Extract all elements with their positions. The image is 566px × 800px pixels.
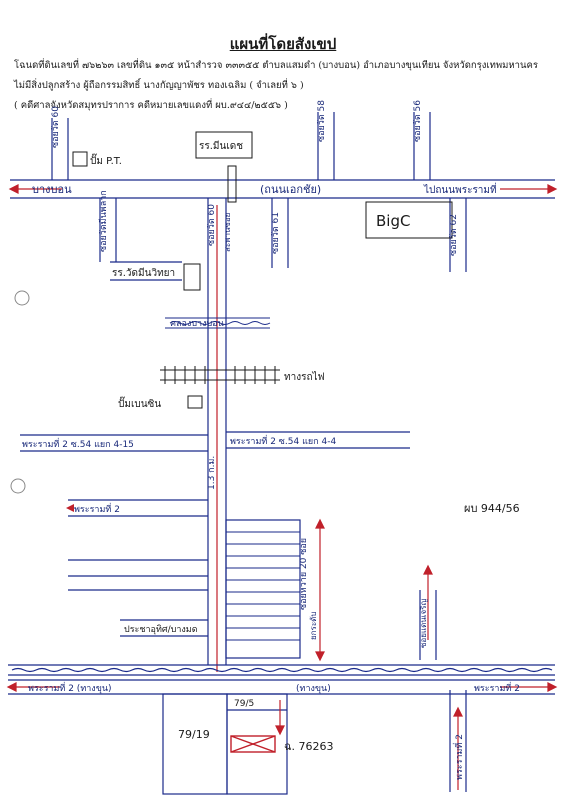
label-rr-school: รร.วัดมีนวิทยา (112, 267, 175, 279)
left-sois (68, 499, 208, 637)
right-arrows (423, 564, 463, 790)
label-bangbon: บางบอน (32, 183, 72, 196)
subject-plot (230, 735, 276, 753)
label-ekachai: (ถนนเอกชัย) (260, 183, 321, 196)
bridge-marker (227, 165, 237, 203)
label-lane2: ยกระดับ (309, 612, 318, 640)
lane-hatching (226, 531, 300, 641)
label-soi60-top: ซอยวัด 60 (51, 106, 61, 148)
top-sois (51, 112, 431, 180)
label-rama2-bottom-mid: (ทางขุน) (296, 684, 331, 694)
label-rama2-bottom-right: พระรามที่ 2 (474, 681, 520, 694)
label-to-kamphaeng: ไปถนนพระรามที่ (423, 182, 497, 196)
ekachai-road (10, 179, 555, 199)
lane-block (225, 519, 301, 659)
label-soi60-side: สะพานซอย (223, 213, 232, 252)
plot-arrow (275, 700, 285, 736)
punch-hole-bottom (10, 478, 26, 494)
label-pump-ptt: ปั๊มเบนซิน (118, 396, 161, 410)
label-rama2-54-right: พระรามที่ 2 ซ.54 แยก 4-4 (230, 434, 336, 447)
label-soi58: ซอยวัด 58 (317, 100, 327, 142)
label-rama2-vert-bottom: พระรามที่ 2 (452, 734, 465, 780)
case-line: ( คดีศาลจังหวัดสมุทรปราการ คดีหมายเลขแดง… (14, 100, 288, 111)
rama2-arrows (6, 682, 558, 692)
plots (162, 693, 288, 795)
ekachai-arrows (8, 184, 558, 194)
label-soi62: ซอยวัด 62 (449, 214, 459, 256)
punch-hole-top (14, 290, 30, 306)
label-bigc: BigC (376, 212, 410, 230)
lane-length-arrow (315, 518, 325, 662)
label-distance: 1.3 ก.ม. (207, 456, 217, 490)
left-arrow (66, 504, 74, 512)
owner-line: ไม่มีสิ่งปลูกสร้าง ผู้ถือกรรมสิทธิ์ นางก… (14, 80, 304, 91)
pump-ptt-box (187, 395, 203, 409)
rama2-main (8, 664, 555, 695)
label-pracha: ประชาอุทิศ/บางมด (124, 624, 198, 635)
label-pump-pt: ปั๊ม P.T. (90, 153, 122, 167)
label-lane: ซอยหวาย 20 ซอย (299, 538, 309, 610)
label-soi-left: ซอยวัดมีนพลาก (98, 190, 109, 252)
label-plot-79-19: 79/19 (178, 728, 210, 741)
rama2-soi54 (20, 431, 410, 452)
school-box (195, 131, 253, 159)
label-deed: ฉ. 76263 (284, 740, 333, 753)
label-soi56: ซอยวัด 56 (413, 100, 423, 142)
label-plot-79-5: 79/5 (234, 699, 254, 709)
case-note: ผบ 944/56 (464, 502, 520, 515)
page-title: แผนที่โดยสังเขป (229, 35, 337, 53)
label-soi61: ซอยวัด 61 (271, 212, 281, 254)
deed-description: โฉนดที่ดินเลขที่ ๗๖๒๖๓ เลขที่ดิน ๑๓๕ หน้… (14, 60, 538, 71)
label-rama2-bottom-left: พระรามที่ 2 (ทางขุน) (28, 681, 112, 694)
label-rama2-left: พระรามที่ 2 (74, 502, 120, 515)
label-soi60: ซอยวัด 60 (207, 204, 217, 246)
pump-pt-box (72, 151, 88, 167)
school2-box (183, 263, 201, 291)
label-school: รร.มีนเดช (199, 140, 243, 152)
right-soi (419, 590, 467, 792)
bigc-box (365, 201, 453, 239)
label-canal-bangbon: คลองบางบอน (170, 319, 224, 329)
label-soi-right: ซอยแดนเจริญ (419, 599, 428, 648)
label-rama2-54-left: พระรามที่ 2 ซ.54 แยก 4-15 (22, 437, 134, 450)
canal-bangbon (165, 317, 271, 329)
railway (160, 366, 280, 384)
label-railway: ทางรถไฟ (284, 371, 325, 383)
lower-sois (99, 198, 467, 281)
